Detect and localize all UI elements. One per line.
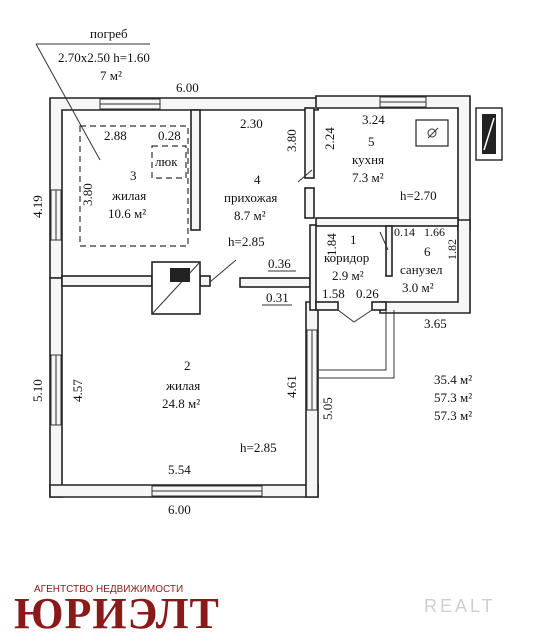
svg-text:h=2.85: h=2.85 [240, 440, 277, 455]
total-area: 57.3 м² [434, 390, 472, 405]
dim-r4-width: 2.30 [240, 116, 263, 131]
dim-r5-width: 3.24 [362, 112, 385, 127]
svg-text:3.0 м²: 3.0 м² [402, 280, 434, 295]
cellar-outline [79, 125, 189, 247]
svg-text:прихожая: прихожая [224, 190, 277, 205]
dim-r2-height-right: 4.61 [284, 375, 299, 398]
entrance [318, 309, 395, 379]
svg-text:1: 1 [350, 232, 357, 247]
agency-caption: АГЕНТСТВО НЕДВИЖИМОСТИ [34, 584, 183, 595]
dim-r4-height: 3.80 [284, 129, 299, 152]
dim-r1-bottom: 1.58 [322, 286, 345, 301]
svg-text:коридор: коридор [324, 250, 369, 265]
svg-text:24.8 м²: 24.8 м² [162, 396, 200, 411]
svg-text:8.7 м²: 8.7 м² [234, 208, 266, 223]
boiler-icon [475, 107, 503, 161]
room-4-label: 4 прихожая 8.7 м² [224, 172, 277, 223]
total-living-area: 35.4 м² [434, 372, 472, 387]
dim-r5-height: 2.24 [322, 127, 337, 150]
hatch-label: люк [155, 154, 178, 169]
windows [50, 96, 427, 497]
hatch-outline [151, 145, 187, 179]
dim-r1-width: 1.84 [324, 233, 339, 256]
svg-text:5: 5 [368, 134, 375, 149]
dim-r3-width: 2.88 [104, 128, 127, 143]
dim-r1-bottom-step: 0.26 [356, 286, 379, 301]
dim-bottom-total: 6.00 [168, 502, 191, 517]
room-3-label: 3 жилая 10.6 м² [108, 168, 146, 221]
dim-wall-036: 0.36 [268, 256, 291, 271]
brand-logo: ЮРИЭЛТ [14, 589, 220, 638]
svg-text:2.9 м²: 2.9 м² [332, 268, 364, 283]
total-area-2: 57.3 м² [434, 408, 472, 423]
cellar-title: погреб [90, 26, 128, 41]
cellar-area: 7 м² [100, 68, 122, 83]
dim-r6-width: 1.66 [424, 225, 445, 239]
svg-text:10.6 м²: 10.6 м² [108, 206, 146, 221]
dim-left-upper: 4.19 [30, 195, 45, 218]
svg-text:санузел: санузел [400, 262, 443, 277]
dim-ext-width: 3.65 [424, 316, 447, 331]
svg-text:3: 3 [130, 168, 137, 183]
exterior-wall-bathroom [379, 219, 471, 314]
svg-text:2: 2 [184, 358, 191, 373]
room-2-label: 2 жилая 24.8 м² h=2.85 [162, 358, 277, 455]
height-main: h=2.85 [228, 234, 265, 249]
room-6-label: 6 санузел 3.0 м² [400, 244, 443, 295]
dim-r6-height: 1.82 [445, 239, 459, 260]
dim-r3-height: 3.80 [80, 183, 95, 206]
svg-text:4: 4 [254, 172, 261, 187]
dim-top-total: 6.00 [176, 80, 199, 95]
interior-walls [61, 107, 459, 311]
dim-right-lower: 5.05 [320, 397, 335, 420]
dim-left-lower: 5.10 [30, 379, 45, 402]
svg-text:6: 6 [424, 244, 431, 259]
cellar-size: 2.70х2.50 h=1.60 [58, 50, 150, 65]
svg-text:жилая: жилая [165, 378, 200, 393]
svg-text:кухня: кухня [352, 152, 384, 167]
watermark: REALT [424, 596, 496, 616]
dim-r3-step: 0.28 [158, 128, 181, 143]
dim-r2-height: 4.57 [70, 379, 85, 402]
svg-text:жилая: жилая [111, 188, 146, 203]
stove [151, 261, 201, 315]
dim-r2-width: 5.54 [168, 462, 191, 477]
exterior-wall-kitchen [315, 95, 471, 231]
room-5-label: 5 кухня 7.3 м² h=2.70 [352, 134, 437, 203]
svg-text:h=2.70: h=2.70 [400, 188, 437, 203]
svg-text:7.3 м²: 7.3 м² [352, 170, 384, 185]
dim-wall-031: 0.31 [266, 290, 289, 305]
cellar-leader [35, 43, 101, 161]
dim-r1-side: 0.14 [394, 225, 415, 239]
sink-icon [415, 119, 449, 147]
room-1-label: 1 коридор 2.9 м² [324, 232, 369, 283]
